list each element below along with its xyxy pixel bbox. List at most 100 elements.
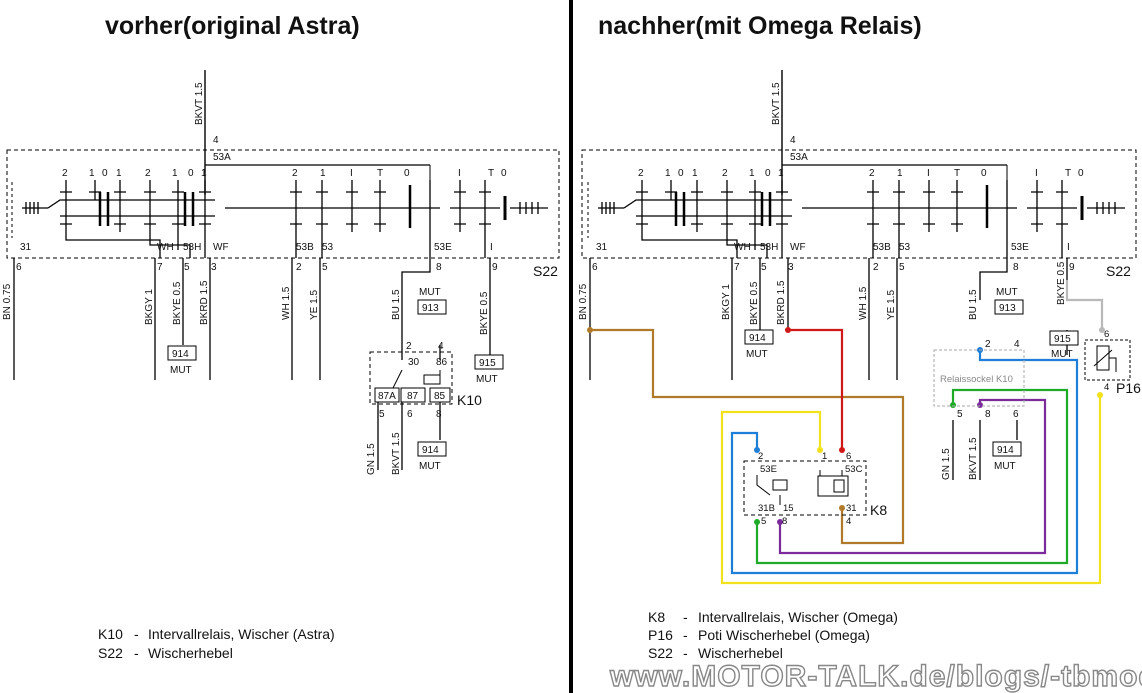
- svg-text:2: 2: [985, 339, 991, 350]
- svg-text:1: 1: [320, 168, 326, 179]
- svg-text:5: 5: [761, 262, 767, 273]
- right-wire-junctions: [587, 327, 1105, 525]
- svg-text:1: 1: [897, 168, 903, 179]
- svg-text:914: 914: [749, 333, 766, 344]
- svg-text:MUT: MUT: [476, 374, 498, 385]
- svg-text:0: 0: [678, 168, 684, 179]
- svg-text:15: 15: [783, 503, 794, 514]
- svg-text:53E: 53E: [760, 464, 777, 475]
- svg-text:53E: 53E: [1011, 242, 1029, 253]
- left-relay-k10: 2 4 30 86 87A 87 85 5 6 8 K10: [369, 341, 482, 420]
- right-title: nachher(mit Omega Relais): [598, 12, 922, 40]
- left-mut-915: 915 MUT: [474, 354, 504, 385]
- svg-text:Poti Wischerhebel (Omega): Poti Wischerhebel (Omega): [698, 627, 870, 643]
- svg-text:I: I: [927, 168, 930, 179]
- left-relay-label: K10: [457, 392, 482, 408]
- svg-text:-: -: [134, 626, 139, 642]
- svg-text:WF: WF: [790, 242, 806, 253]
- left-mut-914-b: 914 MUT: [417, 441, 447, 472]
- svg-text:WF: WF: [213, 242, 229, 253]
- svg-text:31: 31: [846, 503, 857, 514]
- svg-text:5: 5: [957, 409, 963, 420]
- svg-text:915: 915: [1054, 334, 1071, 345]
- left-legend: K10 - Intervallrelais, Wischer (Astra) S…: [98, 626, 335, 661]
- svg-text:BKYE 0.5: BKYE 0.5: [749, 281, 760, 325]
- svg-text:53B: 53B: [296, 242, 314, 253]
- svg-text:2: 2: [296, 262, 302, 273]
- svg-text:0: 0: [765, 168, 771, 179]
- left-switch-housing: [6, 149, 560, 259]
- right-mut-915: 915 MUT: [1049, 330, 1079, 360]
- svg-text:1: 1: [749, 168, 755, 179]
- svg-text:1: 1: [89, 168, 95, 179]
- svg-text:53: 53: [899, 242, 911, 253]
- svg-text:S22: S22: [648, 645, 673, 661]
- right-mut-913: MUT 913: [994, 287, 1024, 315]
- svg-text:P16: P16: [648, 627, 673, 643]
- svg-text:BKVT 1.5: BKVT 1.5: [968, 437, 979, 480]
- svg-text:913: 913: [422, 303, 439, 314]
- svg-text:53C: 53C: [845, 464, 863, 475]
- svg-text:1: 1: [172, 168, 178, 179]
- svg-text:GN 1.5: GN 1.5: [941, 448, 952, 480]
- svg-text:WH 1.5: WH 1.5: [281, 286, 292, 320]
- right-poti-p16: 6 4 P16: [1084, 329, 1141, 396]
- svg-text:T: T: [954, 168, 960, 179]
- svg-text:87: 87: [407, 391, 419, 402]
- right-switch-label: S22: [1106, 263, 1131, 279]
- svg-text:53E: 53E: [434, 242, 452, 253]
- svg-text:S22: S22: [98, 645, 123, 661]
- svg-text:2: 2: [722, 168, 728, 179]
- svg-text:1: 1: [116, 168, 122, 179]
- svg-text:Intervallrelais, Wischer (Astr: Intervallrelais, Wischer (Astra): [148, 626, 335, 642]
- right-position-labels: 2 1 0 1 2 1 0 1 2 1 I T 0 I T 0: [638, 168, 1084, 179]
- svg-text:2: 2: [406, 341, 412, 352]
- svg-text:-: -: [683, 627, 688, 643]
- svg-text:1: 1: [822, 451, 827, 462]
- svg-text:MUT: MUT: [170, 365, 192, 376]
- svg-text:0: 0: [501, 168, 507, 179]
- left-switch-contacts: [22, 180, 548, 258]
- svg-text:2: 2: [638, 168, 644, 179]
- svg-text:7: 7: [734, 262, 740, 273]
- svg-text:WH: WH: [157, 242, 174, 253]
- svg-text:913: 913: [999, 303, 1016, 314]
- svg-text:87A: 87A: [378, 391, 396, 402]
- right-bottom-terminals: 31 WH 53H WF 53B 53 53E I 6 7 5 3 2 5 8 …: [592, 242, 1131, 279]
- svg-text:4: 4: [846, 516, 851, 527]
- svg-text:BKYE 0.5: BKYE 0.5: [479, 291, 490, 335]
- left-title: vorher(original Astra): [105, 12, 360, 40]
- svg-text:86: 86: [436, 357, 448, 368]
- svg-text:53: 53: [322, 242, 334, 253]
- svg-text:1: 1: [665, 168, 671, 179]
- svg-text:4: 4: [1104, 382, 1109, 393]
- right-colored-wires: [590, 280, 1104, 585]
- svg-text:BKRD 1.5: BKRD 1.5: [199, 280, 210, 325]
- svg-text:BU 1.5: BU 1.5: [391, 289, 402, 320]
- svg-text:0: 0: [1078, 168, 1084, 179]
- left-bottom-terminals: 31 WH 53H WF 53B 53 53E I 6 7 5 3 2 5 8 …: [16, 242, 558, 279]
- svg-text:MUT: MUT: [419, 287, 441, 298]
- svg-text:1: 1: [692, 168, 698, 179]
- svg-text:5: 5: [379, 409, 385, 420]
- right-mut-914-a: 914 MUT: [744, 329, 774, 360]
- svg-text:2: 2: [145, 168, 151, 179]
- svg-text:8: 8: [1013, 262, 1019, 273]
- svg-text:8: 8: [782, 516, 787, 527]
- svg-text:31B: 31B: [758, 503, 775, 514]
- left-wire-labels: BN 0.75 BKGY 1 BKYE 0.5 BKRD 1.5 WH 1.5 …: [2, 280, 490, 475]
- svg-text:8: 8: [436, 262, 442, 273]
- svg-text:3: 3: [788, 262, 794, 273]
- svg-text:4: 4: [1014, 339, 1020, 350]
- svg-text:8: 8: [436, 409, 442, 420]
- svg-text:9: 9: [1069, 262, 1075, 273]
- right-mut-914-b: 914 MUT: [992, 441, 1022, 472]
- svg-text:-: -: [683, 609, 688, 625]
- svg-text:31: 31: [596, 242, 608, 253]
- svg-text:0: 0: [981, 168, 987, 179]
- svg-text:2: 2: [758, 451, 763, 462]
- svg-text:GN 1.5: GN 1.5: [366, 443, 377, 475]
- left-switch-label: S22: [533, 263, 558, 279]
- left-mut-913: MUT 913: [417, 287, 447, 315]
- left-feed-wire-label: BKVT 1.5: [194, 82, 205, 125]
